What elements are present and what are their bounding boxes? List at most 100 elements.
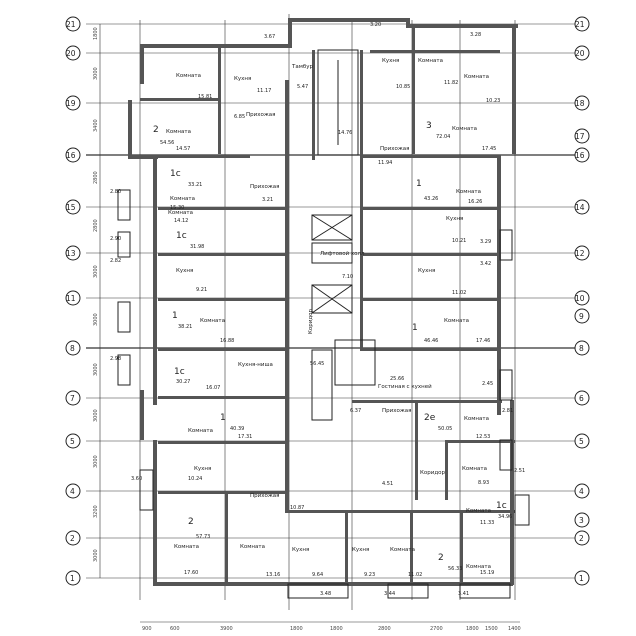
dim-left-7: 3000 (93, 363, 99, 376)
balcony-labels: 2.80 2.90 2.82 2.98 3.60 3.29 3.42 2.45 … (110, 22, 525, 597)
room-23-label: Гостиная с кухней (378, 383, 432, 390)
room-3-area: 10.85 (396, 84, 410, 90)
room-36-label: Комната (390, 547, 415, 553)
axis-right-9: 9 (579, 312, 584, 321)
apartment-markers: 2 54.56 1с 33.21 1с 31.98 1 38.21 1с 30.… (153, 121, 512, 572)
room-0-label: Комната (176, 73, 201, 79)
room-24-label: Комната (188, 428, 213, 434)
apartment-10-area: 50.05 (438, 426, 452, 432)
apartment-9-rooms: 1 (412, 323, 418, 333)
balcony-11: 3.20 (370, 22, 381, 28)
axis-right-2: 2 (579, 534, 584, 543)
balcony-0: 2.80 (110, 189, 121, 195)
dim-left-4: 2800 (93, 219, 99, 232)
apartment-2-area: 31.98 (190, 244, 204, 250)
axis-markers-right: 21 20 18 17 16 14 12 10 9 8 6 5 4 3 2 1 (574, 16, 590, 586)
room-26-label: Комната (464, 416, 489, 422)
room-19-area: 16.88 (220, 338, 234, 344)
room-29-area: 8.93 (478, 480, 489, 486)
dim-bottom-8: 1500 (485, 626, 498, 632)
axis-right-3: 3 (579, 516, 584, 525)
dim-bottom-7: 1800 (466, 626, 479, 632)
balcony-1: 2.90 (110, 236, 121, 242)
apartment-5-area: 40.39 (230, 426, 244, 432)
core (311, 49, 376, 421)
room-22-label: Кухня-ниша (238, 362, 273, 368)
dim-left-8: 3000 (93, 409, 99, 422)
room-21-area: 17.46 (476, 338, 490, 344)
room-15-label: Комната (168, 210, 193, 216)
room-2-area: 5.47 (297, 84, 308, 90)
axis-right-8: 8 (579, 344, 584, 353)
left-dimension-line: 1800 3000 3400 2800 2800 3000 3000 3000 … (93, 24, 101, 578)
balcony-14: 3.44 (384, 591, 395, 597)
room-15-area: 14.12 (174, 218, 188, 224)
dim-left-0: 1800 (93, 27, 99, 40)
apartment-7-area: 72.04 (436, 134, 450, 140)
room-23-area: 25.66 (390, 376, 404, 382)
balcony-2: 2.82 (110, 258, 121, 264)
room-1-label: Кухня (234, 76, 251, 82)
axis-right-10: 10 (575, 294, 585, 303)
balcony-10: 3.67 (264, 34, 275, 40)
apartment-0-area: 54.56 (160, 140, 174, 146)
room-26-area: 12.53 (476, 434, 490, 440)
apartment-3-rooms: 1 (172, 311, 178, 321)
room-27-label: Кухня (194, 466, 211, 472)
axis-left-13: 13 (66, 249, 76, 258)
axis-right-1: 1 (579, 574, 584, 583)
room-33-label: Комната (240, 544, 265, 550)
axis-markers-left: 21 20 19 16 15 13 11 8 7 5 4 2 1 (65, 16, 81, 586)
room-34-area: 9.64 (312, 572, 323, 578)
room-28-label: Коридор (420, 470, 446, 476)
dim-bottom-3: 1800 (290, 626, 303, 632)
axis-left-19: 19 (66, 99, 76, 108)
room-18-area: 11.02 (452, 290, 466, 296)
room-10-label: Прихожая (380, 146, 409, 152)
dim-left-1: 3000 (93, 67, 99, 80)
room-17-area: 9.21 (196, 287, 207, 293)
apartment-4-area: 30.27 (176, 379, 190, 385)
axis-left-11: 11 (66, 294, 76, 303)
apartment-11-rooms: 1с (496, 501, 507, 511)
apartment-12-area: 56.33 (448, 566, 462, 572)
room-35-area: 9.23 (364, 572, 375, 578)
room-25-label: Прихожая (382, 408, 411, 414)
room-labels: Комната 15.81 Кухня 11.17 Тамбур 5.47 Ку… (166, 58, 500, 578)
dim-left-11: 3000 (93, 549, 99, 562)
axis-right-16: 16 (575, 151, 585, 160)
room-37-label: Комната (466, 564, 491, 570)
apartment-6-area: 57.73 (196, 534, 210, 540)
axis-left-20: 20 (66, 49, 76, 58)
apartment-1-rooms: 1с (170, 169, 181, 179)
axis-left-15: 15 (66, 203, 76, 212)
room-33-area: 13.16 (266, 572, 280, 578)
balcony-3: 2.98 (110, 356, 121, 362)
axis-right-20: 20 (575, 49, 585, 58)
room-9-label: Комната (452, 126, 477, 132)
dim-bottom-2: 3900 (220, 626, 233, 632)
room-20-area: 56.45 (310, 361, 324, 367)
dim-bottom-9: 1400 (508, 626, 521, 632)
room-31-area: 11.33 (480, 520, 494, 526)
room-13-label: Комната (456, 189, 481, 195)
balcony-4: 3.60 (131, 476, 142, 482)
room-7-area: 6.85 (234, 114, 245, 120)
room-31-label: Комната (466, 508, 491, 514)
room-8-area: 14.76 (338, 130, 352, 136)
room-6-area: 14.57 (176, 146, 190, 152)
axis-left-4: 4 (70, 487, 75, 496)
room-4-label: Комната (418, 58, 443, 64)
axis-right-4: 4 (579, 487, 584, 496)
room-6-label: Комната (166, 129, 191, 135)
axis-right-6: 6 (579, 394, 584, 403)
room-10-area: 11.94 (378, 160, 392, 166)
apartment-5-rooms: 1 (220, 413, 226, 423)
room-24-area: 17.31 (238, 434, 252, 440)
room-5-area: 10.23 (486, 98, 500, 104)
axis-left-2: 2 (70, 534, 75, 543)
room-29-label: Комната (462, 466, 487, 472)
axis-right-5: 5 (579, 437, 584, 446)
room-12-area: 3.21 (262, 197, 273, 203)
axis-right-18: 18 (575, 99, 585, 108)
